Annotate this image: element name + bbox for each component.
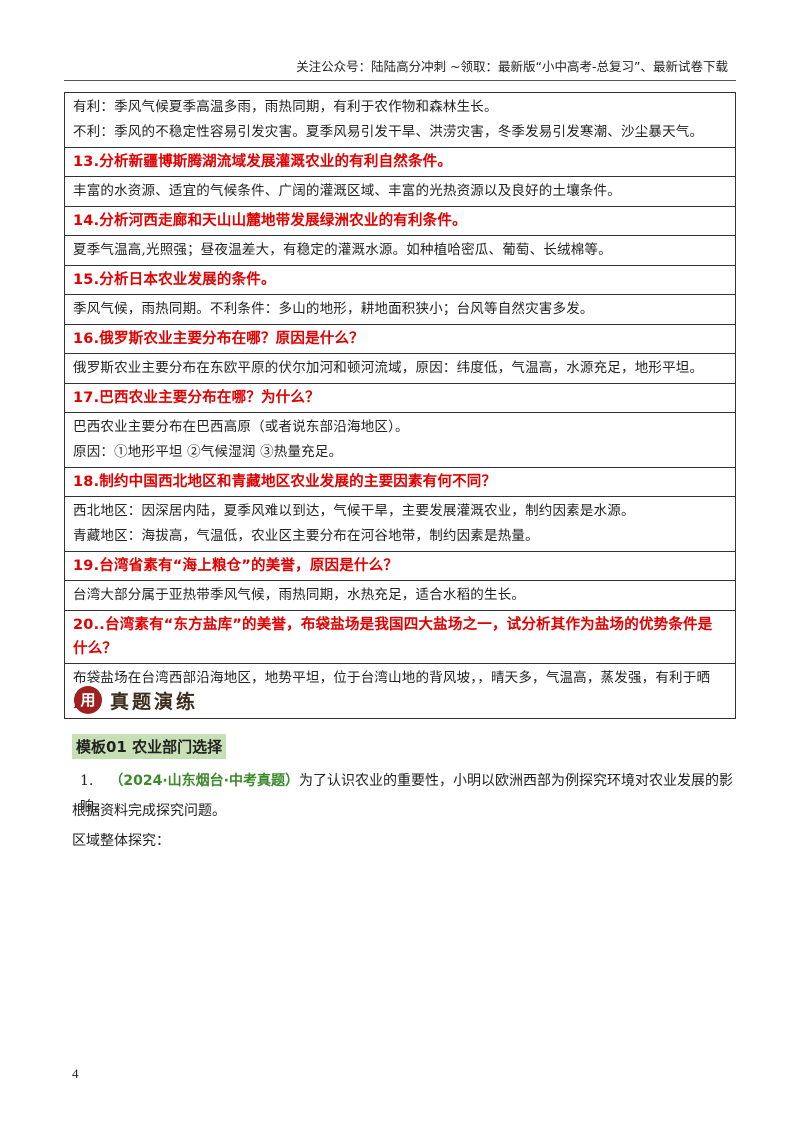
question-row: 19.台湾省素有“海上粮仓”的美誉，原因是什么？	[64, 551, 736, 581]
answer-row: 丰富的水资源、适宜的气候条件、广阔的灌溉区域、丰富的光热资源以及良好的土壤条件。	[64, 176, 736, 207]
answer-row: 季风气候，雨热同期。不利条件：多山的地形，耕地面积狭小；台风等自然灾害多发。	[64, 294, 736, 325]
answer-line: 丰富的水资源、适宜的气候条件、广阔的灌溉区域、丰富的光热资源以及良好的土壤条件。	[73, 183, 621, 199]
answer-cell: 夏季气温高,光照强；昼夜温差大，有稳定的灌溉水源。如种植哈密瓜、葡萄、长绒棉等。	[64, 235, 736, 266]
question-number: 1.	[80, 773, 94, 789]
answer-cell: 布袋盐场在台湾西部沿海地区，地势平坦，位于台湾山地的背风坡，，晴天多，气温高，蒸…	[64, 663, 736, 719]
question-row: 16.俄罗斯农业主要分布在哪？原因是什么？	[64, 324, 736, 354]
answer-cell: 季风气候，雨热同期。不利条件：多山的地形，耕地面积狭小；台风等自然灾害多发。	[64, 294, 736, 325]
answer-cell: 丰富的水资源、适宜的气候条件、广阔的灌溉区域、丰富的光热资源以及良好的土壤条件。	[64, 176, 736, 207]
header-divider	[64, 80, 736, 81]
answer-cell: 俄罗斯农业主要分布在东欧平原的伏尔加河和顿河流域，原因：纬度低，气温高，水源充足…	[64, 353, 736, 384]
question-cell: 16.俄罗斯农业主要分布在哪？原因是什么？	[64, 324, 736, 354]
answer-line: 有利：季风气候夏季高温多雨，雨热同期，有利于农作物和森林生长。	[73, 99, 498, 115]
answer-line: 夏季气温高,光照强；昼夜温差大，有稳定的灌溉水源。如种植哈密瓜、葡萄、长绒棉等。	[73, 242, 612, 258]
question-1: 1. （2024·山东烟台·中考真题）为了认识农业的重要性，小明以欧洲西部为例探究…	[80, 768, 740, 820]
instruction-line: 根据资料完成探究问题。	[72, 803, 226, 819]
answer-line: 台湾大部分属于亚热带季风气候，雨热同期，水热充足，适合水稻的生长。	[73, 587, 526, 603]
question-cell: 18.制约中国西北地区和青藏地区农业发展的主要因素有何不同？	[64, 467, 736, 497]
answer-cell: 有利：季风气候夏季高温多雨，雨热同期，有利于农作物和森林生长。不利：季风的不稳定…	[64, 92, 736, 148]
answer-row: 夏季气温高,光照强；昼夜温差大，有稳定的灌溉水源。如种植哈密瓜、葡萄、长绒棉等。	[64, 235, 736, 266]
answer-line: 季风气候，雨热同期。不利条件：多山的地形，耕地面积狭小；台风等自然灾害多发。	[73, 301, 594, 317]
question-text: 为了认识农业的重要性，小明以欧洲西部为例探究环境对农业发展的影响。	[80, 773, 733, 815]
answer-line: 西北地区：因深居内陆，夏季风难以到达，气候干旱，主要发展灌溉农业，制约因素是水源…	[73, 503, 635, 519]
page-number: 4	[72, 1066, 79, 1081]
question-row: 13.分析新疆博斯腾湖流域发展灌溉农业的有利自然条件。	[64, 147, 736, 177]
page-header: 关注公众号：陆陆高分冲刺 ~领取：最新版“小中高考-总复习”、最新试卷下载	[296, 59, 728, 74]
answer-row: 西北地区：因深居内陆，夏季风难以到达，气候干旱，主要发展灌溉农业，制约因素是水源…	[64, 496, 736, 552]
question-source: （2024·山东烟台·中考真题）	[109, 773, 299, 789]
section-badge: 用 真题演练	[70, 683, 236, 717]
answer-row: 台湾大部分属于亚热带季风气候，雨热同期，水热充足，适合水稻的生长。	[64, 580, 736, 611]
question-cell: 19.台湾省素有“海上粮仓”的美誉，原因是什么？	[64, 551, 736, 581]
question-cell: 20..台湾素有“东方盐库”的美誉，布袋盐场是我国四大盐场之一，试分析其作为盐场…	[64, 610, 736, 664]
question-cell: 17.巴西农业主要分布在哪？为什么？	[64, 383, 736, 413]
answer-row: 布袋盐场在台湾西部沿海地区，地势平坦，位于台湾山地的背风坡，，晴天多，气温高，蒸…	[64, 663, 736, 719]
answer-line: 不利：季风的不稳定性容易引发灾害。夏季风易引发干旱、洪涝灾害，冬季发易引发寒潮、…	[73, 124, 704, 140]
template-title: 模板01 农业部门选择	[72, 734, 227, 759]
answer-cell: 巴西农业主要分布在巴西高原（或者说东部沿海地区）。原因：①地形平坦 ②气候湿润 …	[64, 412, 736, 468]
answer-line: 巴西农业主要分布在巴西高原（或者说东部沿海地区）。	[73, 419, 409, 435]
question-row: 17.巴西农业主要分布在哪？为什么？	[64, 383, 736, 413]
answer-cell: 西北地区：因深居内陆，夏季风难以到达，气候干旱，主要发展灌溉农业，制约因素是水源…	[64, 496, 736, 552]
answer-line: 原因：①地形平坦 ②气候湿润 ③热量充足。	[73, 444, 343, 460]
badge-circle-icon: 用	[74, 686, 102, 714]
question-cell: 15.分析日本农业发展的条件。	[64, 265, 736, 295]
answer-row: 有利：季风气候夏季高温多雨，雨热同期，有利于农作物和森林生长。不利：季风的不稳定…	[64, 92, 736, 148]
answer-cell: 台湾大部分属于亚热带季风气候，雨热同期，水热充足，适合水稻的生长。	[64, 580, 736, 611]
question-cell: 14.分析河西走廊和天山山麓地带发展绿洲农业的有利条件。	[64, 206, 736, 236]
answer-row: 巴西农业主要分布在巴西高原（或者说东部沿海地区）。原因：①地形平坦 ②气候湿润 …	[64, 412, 736, 468]
question-row: 18.制约中国西北地区和青藏地区农业发展的主要因素有何不同？	[64, 467, 736, 497]
section-title: 真题演练	[110, 691, 199, 713]
qa-table: 有利：季风气候夏季高温多雨，雨热同期，有利于农作物和森林生长。不利：季风的不稳定…	[64, 92, 736, 719]
subheading-line: 区域整体探究：	[72, 833, 170, 849]
question-row: 15.分析日本农业发展的条件。	[64, 265, 736, 295]
answer-row: 俄罗斯农业主要分布在东欧平原的伏尔加河和顿河流域，原因：纬度低，气温高，水源充足…	[64, 353, 736, 384]
answer-line: 俄罗斯农业主要分布在东欧平原的伏尔加河和顿河流域，原因：纬度低，气温高，水源充足…	[73, 360, 704, 376]
question-row: 14.分析河西走廊和天山山麓地带发展绿洲农业的有利条件。	[64, 206, 736, 236]
question-row: 20..台湾素有“东方盐库”的美誉，布袋盐场是我国四大盐场之一，试分析其作为盐场…	[64, 610, 736, 664]
answer-line: 青藏地区：海拔高，气温低，农业区主要分布在河谷地带，制约因素是热量。	[73, 528, 539, 544]
question-cell: 13.分析新疆博斯腾湖流域发展灌溉农业的有利自然条件。	[64, 147, 736, 177]
